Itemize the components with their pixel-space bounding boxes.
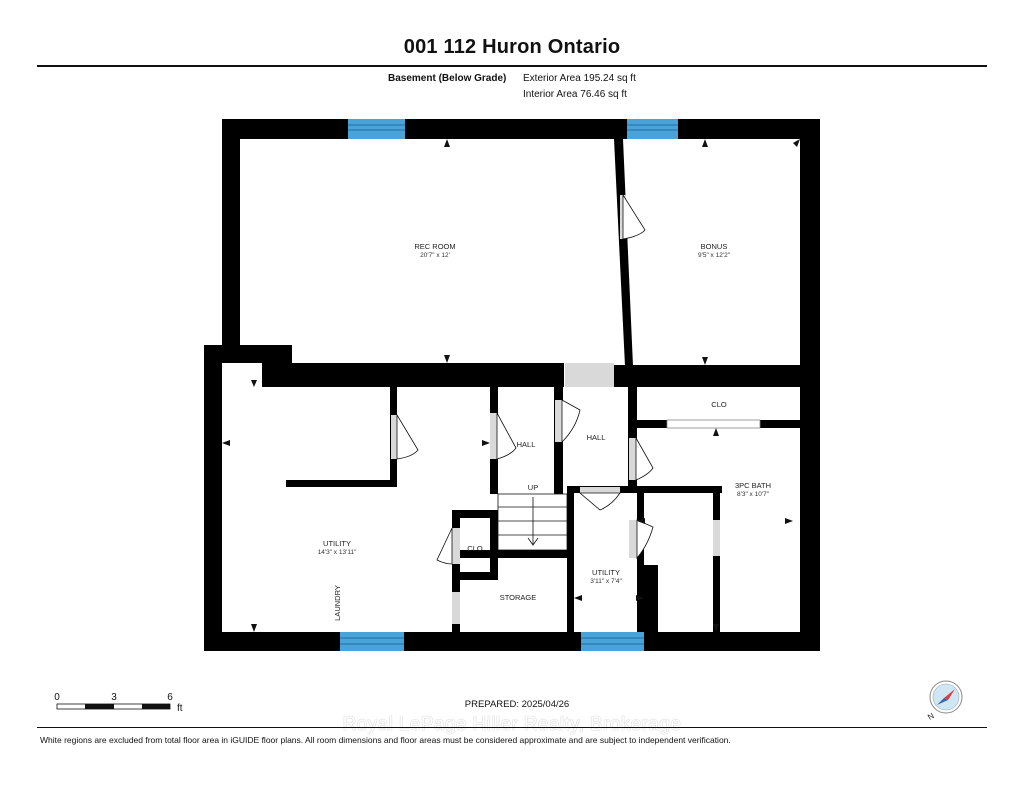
dims-bath: 8'3" x 10'7" bbox=[737, 491, 770, 498]
dims-bonus: 9'5" x 12'2" bbox=[698, 252, 731, 259]
label-bonus: BONUS bbox=[701, 242, 728, 251]
dims-utility-small: 3'11" x 7'4" bbox=[590, 578, 622, 585]
dims-utility-main: 14'3" x 13'11" bbox=[318, 549, 357, 556]
scale-tick-0: 0 bbox=[54, 692, 60, 703]
exterior-area: Exterior Area 195.24 sq ft bbox=[523, 73, 636, 84]
doors bbox=[391, 193, 654, 565]
walls bbox=[204, 119, 820, 651]
compass-icon: N bbox=[926, 680, 963, 722]
label-up: UP bbox=[528, 483, 538, 492]
windows bbox=[340, 119, 678, 651]
scale-bar: 0 3 6 ft bbox=[54, 692, 183, 714]
dims-rec-room: 20'7" x 12' bbox=[420, 252, 450, 259]
label-hall-right: HALL bbox=[587, 433, 606, 442]
label-clo-top: CLO bbox=[711, 400, 727, 409]
door-utility bbox=[391, 413, 419, 460]
scale-tick-3: 3 bbox=[111, 692, 117, 703]
label-rec-room: REC ROOM bbox=[414, 242, 455, 251]
door-bath bbox=[629, 436, 654, 481]
door-clo-small bbox=[436, 527, 460, 565]
title-divider bbox=[37, 65, 987, 67]
label-laundry: LAUNDRY bbox=[333, 585, 342, 621]
door-bonus bbox=[620, 193, 646, 240]
footnote: White regions are excluded from total fl… bbox=[40, 735, 731, 745]
label-clo-small: CLO bbox=[467, 544, 483, 553]
openings bbox=[452, 363, 761, 624]
window-bonus bbox=[627, 119, 678, 139]
window-utility-small bbox=[581, 632, 644, 651]
label-utility-small: UTILITY bbox=[592, 568, 620, 577]
compass-label: N bbox=[926, 711, 936, 722]
window-rec-room bbox=[348, 119, 405, 139]
room-labels: REC ROOM 20'7" x 12' BONUS 9'5" x 12'2" … bbox=[318, 242, 771, 621]
door-hall-left bbox=[490, 412, 517, 460]
prepared-date: PREPARED: 2025/04/26 bbox=[464, 699, 570, 710]
label-hall-left: HALL bbox=[517, 440, 536, 449]
floor-label: Basement (Below Grade) bbox=[388, 73, 507, 84]
stairs bbox=[497, 493, 568, 551]
label-storage: STORAGE bbox=[500, 593, 537, 602]
label-utility-main: UTILITY bbox=[323, 539, 351, 548]
window-utility bbox=[340, 632, 404, 651]
scale-unit: ft bbox=[177, 703, 183, 714]
door-hall-right bbox=[555, 399, 581, 443]
interior-area: Interior Area 76.46 sq ft bbox=[523, 89, 627, 100]
door-utility-small-top bbox=[578, 487, 621, 511]
label-bath: 3PC BATH bbox=[735, 481, 771, 490]
scale-tick-6: 6 bbox=[167, 692, 173, 703]
footer-divider bbox=[37, 727, 987, 728]
plan-title: 001 112 Huron Ontario bbox=[403, 36, 621, 58]
brokerage-watermark: Royal LePage Hiller Realty, Brokerage bbox=[342, 714, 682, 735]
dimension-markers bbox=[222, 139, 800, 632]
door-utility-small-right bbox=[629, 519, 654, 560]
